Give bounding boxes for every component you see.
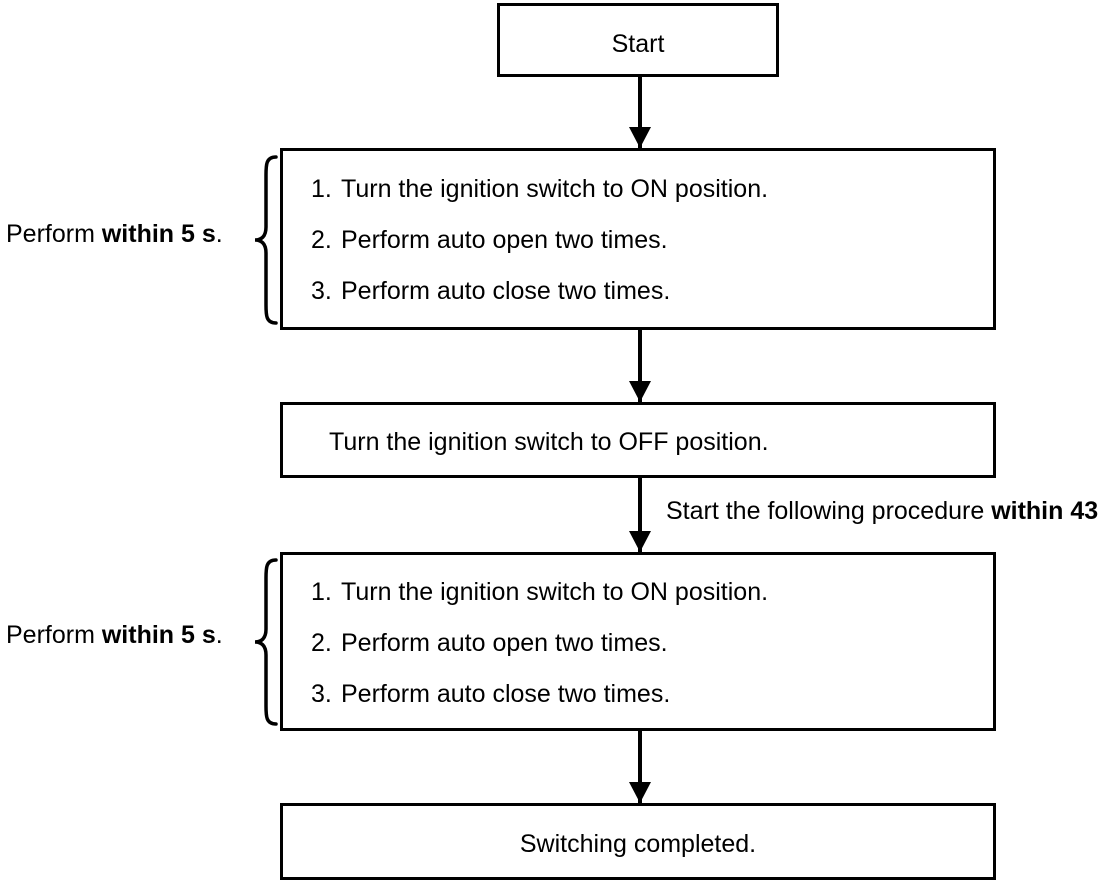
connector-line	[638, 77, 642, 148]
arrowhead-icon	[629, 531, 651, 552]
step-number: 2.	[311, 629, 332, 657]
step-text: Perform auto close two times.	[341, 680, 671, 708]
list-item: 2. Perform auto open two times.	[311, 631, 768, 656]
list-item: 2. Perform auto open two times.	[311, 228, 768, 253]
connector-line	[638, 330, 642, 402]
annotation-prefix: Start the following procedure	[666, 497, 992, 525]
step-number: 1.	[311, 175, 332, 203]
step-text: Perform auto open two times.	[341, 629, 668, 657]
step-text: Turn the ignition switch to ON position.	[341, 578, 769, 606]
node-ignition-off: Turn the ignition switch to OFF position…	[280, 402, 996, 478]
node-completed-label: Switching completed.	[519, 830, 757, 858]
annotation-suffix: .	[215, 220, 223, 248]
connector-line	[638, 478, 642, 552]
step-number: 2.	[311, 226, 332, 254]
connector-line	[638, 731, 642, 803]
annotation-prefix: Perform	[6, 220, 102, 248]
step-number: 1.	[311, 578, 332, 606]
procedure-1-step-list: 1. Turn the ignition switch to ON positio…	[311, 177, 768, 304]
procedure-2-step-list: 1. Turn the ignition switch to ON positio…	[311, 580, 768, 707]
node-completed: Switching completed.	[280, 803, 996, 880]
brace-procedure-1	[254, 155, 278, 325]
step-text: Turn the ignition switch to ON position.	[341, 175, 769, 203]
node-procedure-1: 1. Turn the ignition switch to ON positio…	[280, 148, 996, 330]
list-item: 3. Perform auto close two times.	[311, 682, 768, 707]
annotation-timing-1: Perform within 5 s.	[6, 222, 223, 247]
annotation-emphasis: within 43 s	[991, 497, 1106, 525]
connector-start-to-procedure-1	[629, 77, 651, 148]
connector-procedure-1-to-ignition-off	[629, 330, 651, 402]
annotation-emphasis: within 5 s	[101, 621, 216, 649]
step-number: 3.	[311, 680, 332, 708]
annotation-timing-3: Perform within 5 s.	[6, 623, 223, 648]
node-procedure-2: 1. Turn the ignition switch to ON positio…	[280, 552, 996, 731]
step-number: 3.	[311, 277, 332, 305]
annotation-prefix: Perform	[6, 621, 102, 649]
node-start: Start	[497, 3, 779, 77]
brace-procedure-2	[254, 558, 278, 726]
arrowhead-icon	[629, 127, 651, 148]
list-item: 3. Perform auto close two times.	[311, 279, 768, 304]
arrowhead-icon	[629, 381, 651, 402]
annotation-suffix: .	[215, 621, 223, 649]
connector-ignition-off-to-procedure-2	[629, 478, 651, 552]
node-start-label: Start	[611, 30, 665, 58]
list-item: 1. Turn the ignition switch to ON positio…	[311, 177, 768, 202]
connector-procedure-2-to-completed	[629, 731, 651, 803]
step-text: Perform auto close two times.	[341, 277, 671, 305]
annotation-emphasis: within 5 s	[101, 220, 216, 248]
arrowhead-icon	[629, 782, 651, 803]
annotation-timing-2: Start the following procedure within 43 …	[666, 499, 1106, 524]
step-text: Perform auto open two times.	[341, 226, 668, 254]
list-item: 1. Turn the ignition switch to ON positio…	[311, 580, 768, 605]
node-ignition-off-label: Turn the ignition switch to OFF position…	[329, 428, 769, 456]
